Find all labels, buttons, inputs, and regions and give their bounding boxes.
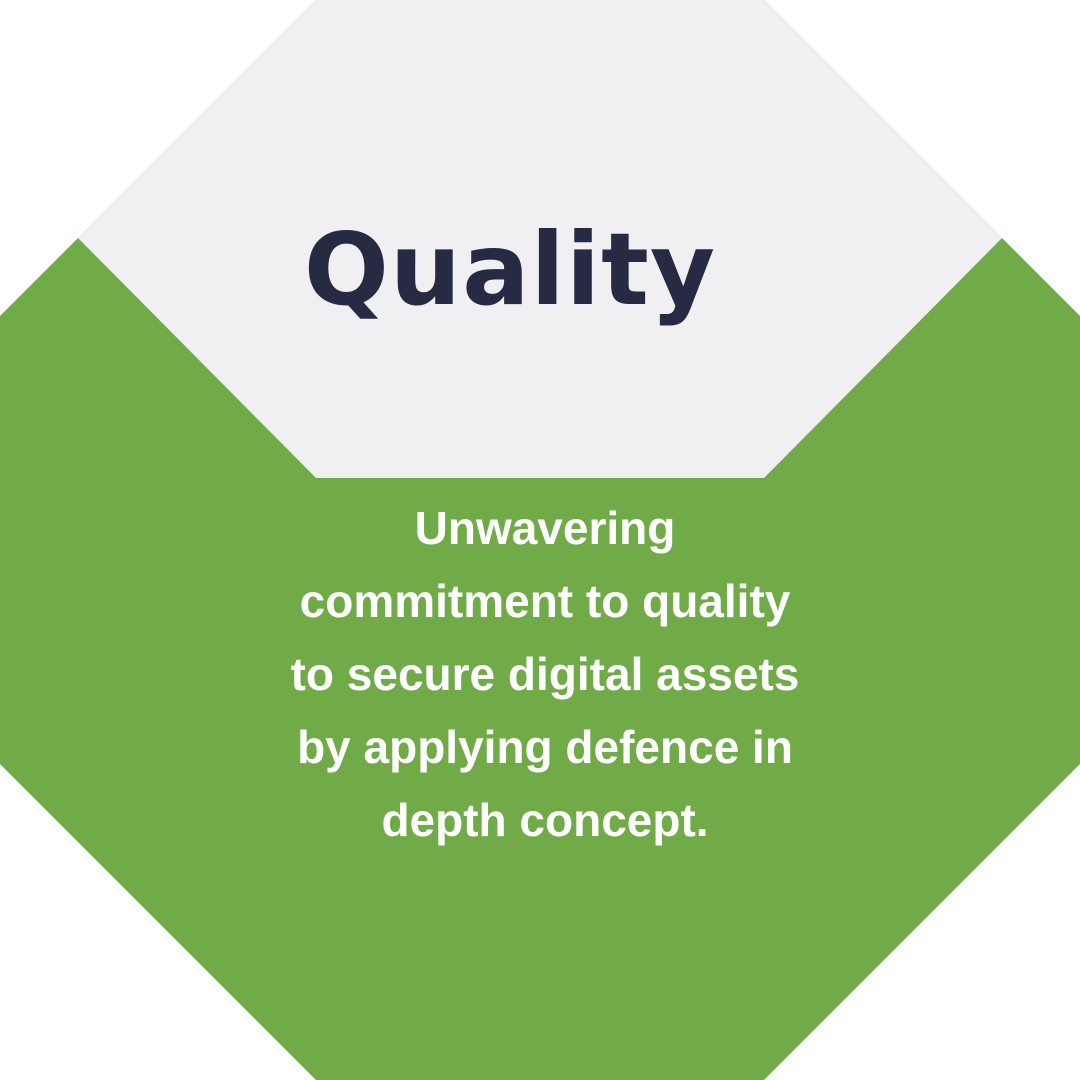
top-title-panel: [78, 0, 1002, 478]
card-description: Unwavering commitment to quality to secu…: [230, 492, 860, 857]
description-line: depth concept.: [381, 794, 709, 846]
description-line: Unwavering: [414, 502, 676, 554]
card-title: Quality: [303, 211, 717, 328]
description-line: to secure digital assets: [290, 648, 800, 700]
description-line: by applying defence in: [297, 721, 793, 773]
description-line: commitment to quality: [299, 575, 791, 627]
